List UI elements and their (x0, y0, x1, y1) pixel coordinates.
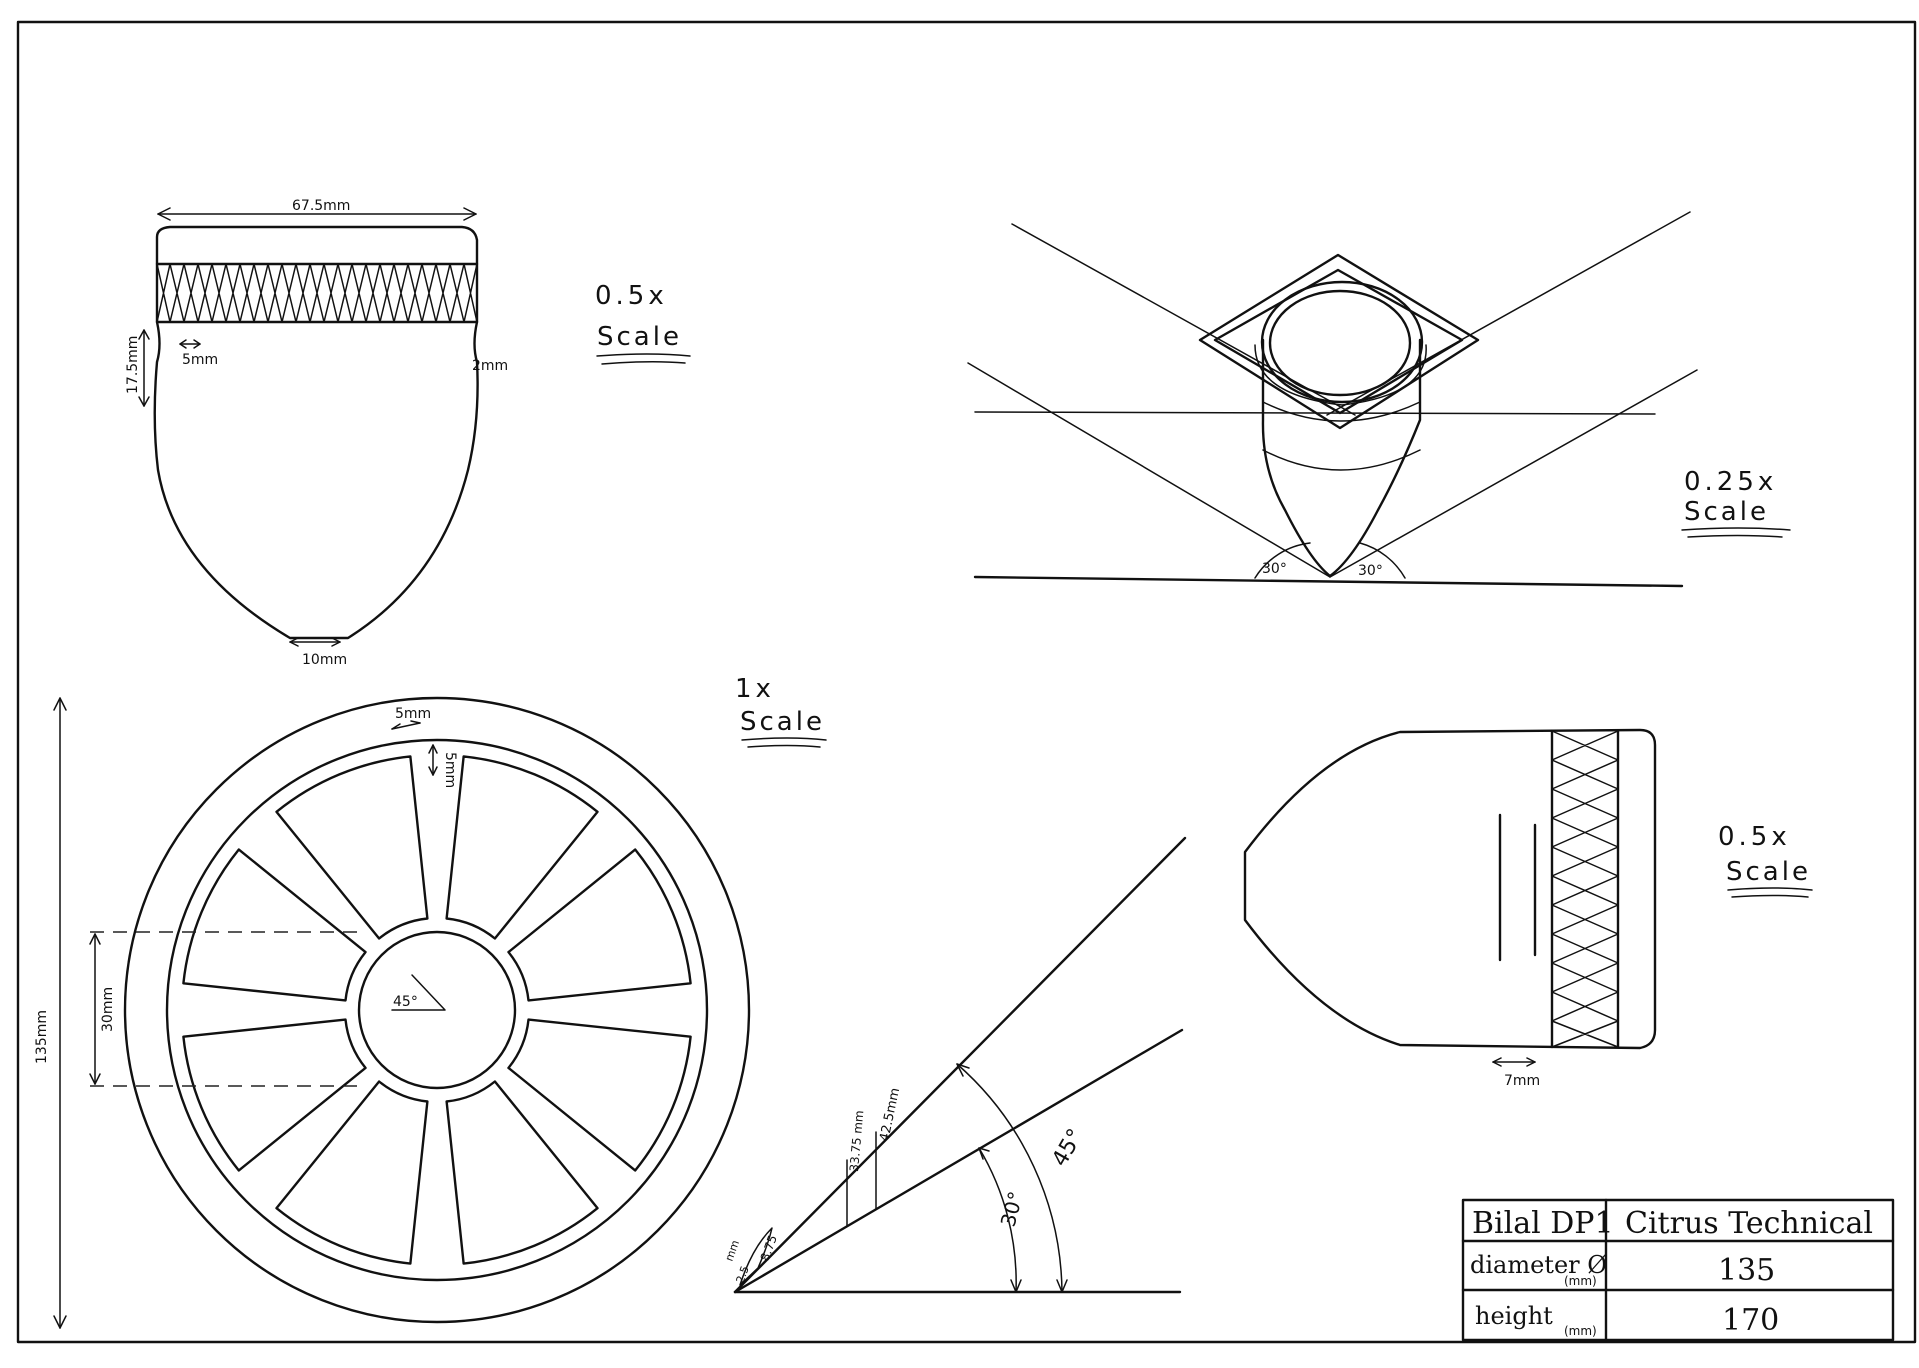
front-groove-label: 5mm (182, 352, 218, 368)
top-scale-note: 1x Scale (735, 674, 827, 748)
angle-45-label: 45° (1048, 1125, 1089, 1171)
top-spokes (182, 755, 692, 1265)
title-block-row1-label: diameter Ø (1470, 1251, 1607, 1279)
front-depth-label: 2mm (472, 358, 508, 374)
top-rim-depth-label: 5mm (442, 752, 458, 788)
title-block-row2-unit: (mm) (1564, 1324, 1597, 1338)
side-view: 7mm (1243, 728, 1657, 1089)
top-inner-rim (165, 738, 709, 1282)
iso-angle-left: 30° (1262, 561, 1287, 577)
front-tip-label: 10mm (302, 652, 347, 668)
iso-scale-value: 0.25x (1684, 467, 1777, 497)
angle-label-e: 2.5 (734, 1264, 752, 1285)
front-scale-word: Scale (597, 322, 682, 352)
wheel-pocket (182, 848, 367, 1002)
wheel-pocket (182, 1018, 367, 1172)
angle-label-a: 33.75 mm (847, 1110, 866, 1173)
angle-label-b: 42.5mm (877, 1087, 903, 1143)
top-overall-label: 135mm (34, 1010, 50, 1064)
front-band-height-label: 17.5mm (125, 336, 141, 394)
title-block-row2-value: 170 (1722, 1303, 1779, 1338)
angle-label-d: mm (723, 1238, 743, 1263)
iso-angle-right: 30° (1358, 563, 1383, 579)
front-view-outline (153, 225, 479, 640)
side-view-knurl (1551, 730, 1619, 1048)
front-view-knurl (156, 263, 478, 323)
top-rim-label: 5mm (395, 706, 431, 722)
angle-construction: 30° 45° 33.75 mm 42.5mm 8.75 mm 2.5 (723, 836, 1187, 1294)
iso-scale-word: Scale (1684, 497, 1769, 527)
iso-ground-line (973, 575, 1684, 588)
title-block-row1-value: 135 (1718, 1253, 1775, 1288)
wheel-pocket (275, 1080, 429, 1265)
top-scale-word: Scale (740, 707, 825, 737)
title-block-row1-unit: (mm) (1564, 1274, 1597, 1288)
title-block: Bilal DP1 Citrus Technical diameter Ø (m… (1461, 1198, 1895, 1342)
top-hub-label: 30mm (100, 987, 116, 1032)
title-block-name: Bilal DP1 (1472, 1206, 1614, 1241)
side-scale-note: 0.5x Scale (1718, 822, 1813, 898)
top-view: 45° 30mm 135mm 5mm 5mm (34, 696, 751, 1329)
wheel-pocket (507, 848, 692, 1002)
side-scale-word: Scale (1726, 857, 1811, 887)
sheet-border (16, 20, 1917, 1344)
front-view: 67.5mm 17.5mm 5mm 2mm 10mm (125, 198, 508, 668)
wheel-pocket (445, 1080, 599, 1265)
front-scale-value: 0.5x (595, 281, 668, 311)
iso-scale-note: 0.25x Scale (1681, 467, 1791, 538)
title-block-row2-label: height (1475, 1302, 1553, 1330)
top-scale-value: 1x (735, 674, 775, 704)
top-outer-rim (123, 696, 751, 1324)
angle-label-c: 8.75 (758, 1233, 780, 1263)
wheel-pocket (275, 755, 429, 940)
wheel-pocket (445, 755, 599, 940)
isometric-view: 30° 30° (967, 211, 1698, 588)
side-view-outline (1243, 728, 1657, 1050)
front-width-label: 67.5mm (292, 198, 350, 214)
side-scale-value: 0.5x (1718, 822, 1791, 852)
front-scale-note: 0.5x Scale (595, 281, 691, 365)
top-hub (357, 930, 517, 1090)
side-band-label: 7mm (1504, 1073, 1540, 1089)
title-block-title: Citrus Technical (1625, 1206, 1873, 1241)
wheel-pocket (507, 1018, 692, 1172)
top-hub-angle: 45° (393, 994, 418, 1010)
